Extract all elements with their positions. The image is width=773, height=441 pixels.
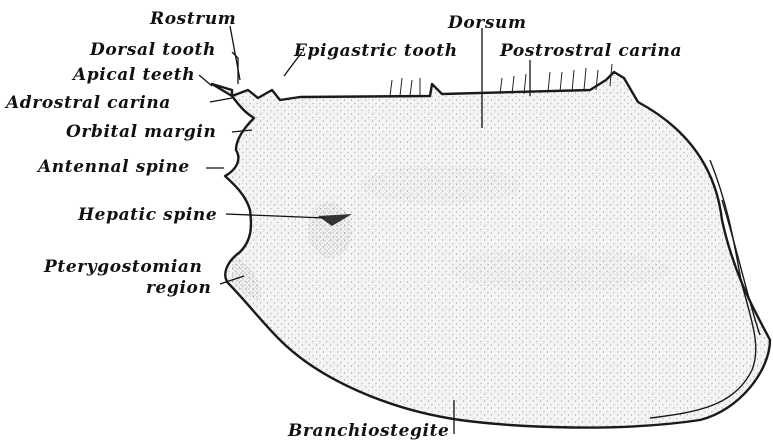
label-branchiostegite: Branchiostegite xyxy=(287,421,449,441)
label-apical-teeth: Apical teeth xyxy=(71,65,195,85)
label-orbital-margin: Orbital margin xyxy=(66,122,216,142)
label-rostrum: Rostrum xyxy=(149,9,236,29)
label-adrostral-carina: Adrostral carina xyxy=(4,93,171,113)
label-pterygostomian-region: region xyxy=(146,278,211,298)
label-postrostral-carina: Postrostral carina xyxy=(499,41,682,61)
hepatic-shade xyxy=(308,202,352,258)
carapace-outline xyxy=(212,72,770,428)
label-epigastric-tooth: Epigastric tooth xyxy=(293,41,458,61)
label-antennal-spine: Antennal spine xyxy=(36,157,190,177)
label-pterygostomian: Pterygostomian xyxy=(43,257,203,277)
branchial-groove-shade xyxy=(450,248,670,292)
label-hepatic-spine: Hepatic spine xyxy=(77,205,217,225)
gastric-groove-shade xyxy=(360,165,520,205)
label-dorsum: Dorsum xyxy=(447,13,527,33)
label-dorsal-tooth: Dorsal tooth xyxy=(89,40,216,60)
